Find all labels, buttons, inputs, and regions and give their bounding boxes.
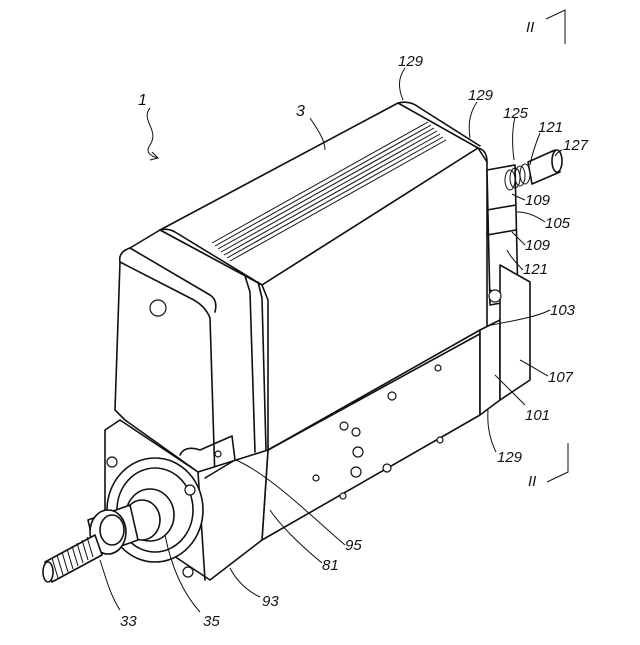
ref-3: 3 <box>296 103 305 120</box>
ref-109-upper: 109 <box>525 192 551 209</box>
ref-95: 95 <box>345 537 362 554</box>
ref-93: 93 <box>262 593 279 610</box>
ref-127: 127 <box>563 137 589 154</box>
ref-129-right: 129 <box>468 87 494 104</box>
ref-81: 81 <box>322 557 339 574</box>
ref-105: 105 <box>545 215 571 232</box>
ref-125: 125 <box>503 105 529 122</box>
ref-109-lower: 109 <box>525 237 551 254</box>
ref-121-lower: 121 <box>523 261 548 278</box>
ref-129-top: 129 <box>398 53 424 70</box>
section-label-top: II <box>526 19 534 36</box>
ref-35: 35 <box>203 613 220 630</box>
ref-33: 33 <box>120 613 137 630</box>
section-label-bottom: II <box>528 473 536 490</box>
section-marker-top: II <box>526 10 565 44</box>
ref-103: 103 <box>550 302 576 319</box>
ref-107: 107 <box>548 369 574 386</box>
section-marker-bottom: II <box>528 443 568 490</box>
ref-121-upper: 121 <box>538 119 563 136</box>
ref-1: 1 <box>138 92 147 109</box>
ref-101: 101 <box>525 407 550 424</box>
ref-129-bottom: 129 <box>497 449 523 466</box>
